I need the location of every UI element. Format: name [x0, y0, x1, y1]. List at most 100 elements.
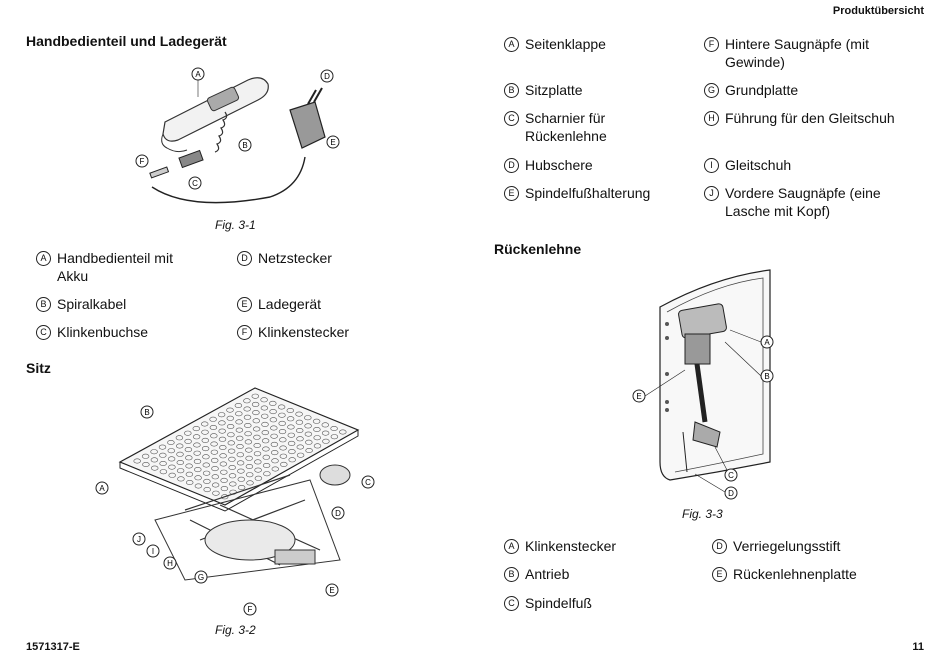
seat-hole: [211, 466, 219, 472]
page-number: 11: [912, 641, 924, 653]
seat-hole: [236, 444, 244, 450]
seat-hole: [244, 439, 253, 445]
seat-hole: [251, 401, 260, 407]
legend-label: Hintere Saugnäpfe (mit Gewinde): [725, 36, 869, 70]
fig2-callout-e: E: [329, 586, 334, 595]
seat-hole: [279, 437, 287, 443]
seat-hole: [253, 434, 261, 440]
badge: D: [712, 539, 727, 554]
legend-label: Scharnier für Rückenlehne: [525, 110, 607, 144]
seat-hole: [304, 431, 313, 437]
legend-label: Klinkenbuchse: [57, 324, 149, 340]
seat-hole: [312, 418, 321, 424]
heading-backrest: Rückenlehne: [494, 241, 582, 257]
seat-hole: [271, 458, 279, 464]
seat-hole: [220, 469, 228, 475]
fig2-callout-c: C: [365, 478, 371, 487]
seat-hole: [252, 426, 261, 432]
seat-hole: [287, 440, 296, 446]
seat-hole: [167, 439, 175, 445]
seat-hole: [201, 437, 210, 443]
badge: C: [504, 111, 519, 126]
badge: I: [704, 158, 719, 173]
fig2-callout-b: B: [144, 408, 149, 417]
seat-hole: [254, 467, 262, 473]
legend-label: Verriegelungsstift: [733, 538, 841, 554]
legend3-item: D Verriegelungsstift: [712, 537, 912, 555]
seat-hole: [167, 456, 176, 462]
seat-hole: [202, 470, 211, 476]
fig3-callout-d: D: [728, 489, 734, 498]
seat-hole: [133, 458, 141, 464]
legend-label: Grundplatte: [725, 82, 799, 98]
seat-hole: [271, 466, 280, 472]
seat-hole: [168, 472, 176, 478]
figure-3-3: A B C D E: [632, 269, 774, 500]
seat-hole: [212, 490, 220, 496]
seat-hole: [296, 444, 305, 450]
fig1-callout-f: F: [140, 157, 145, 166]
seat-hole: [252, 410, 260, 416]
seat-hole: [253, 442, 261, 448]
seat-hole: [220, 477, 228, 483]
seat-hole: [313, 443, 322, 449]
badge: B: [504, 83, 519, 98]
badge: F: [237, 325, 252, 340]
fig1-callout-b: B: [242, 141, 247, 150]
seat-hole: [142, 462, 150, 468]
seat-hole: [252, 418, 261, 424]
badge: J: [704, 186, 719, 201]
seat-hole: [244, 422, 252, 428]
seat-hole: [234, 402, 243, 408]
seat-hole: [277, 404, 286, 410]
heading-seat: Sitz: [26, 360, 51, 376]
seat-hole: [269, 409, 277, 415]
seat-hole: [330, 434, 339, 440]
seat-hole: [330, 425, 338, 431]
seat-hole: [210, 433, 218, 439]
seat-hole: [210, 441, 218, 447]
seat-hole: [227, 448, 236, 454]
seat-hole: [270, 425, 278, 431]
seat-hole: [237, 485, 246, 491]
seat-hole: [321, 430, 330, 436]
seat-hole: [229, 481, 237, 487]
seat-hole: [220, 486, 229, 492]
seat-hole: [228, 456, 236, 462]
seat-hole: [175, 443, 184, 449]
doc-number: 1571317-E: [26, 641, 80, 653]
fig1-callout-c: C: [192, 179, 198, 188]
seat-hole: [245, 455, 253, 461]
seat-hole: [185, 455, 193, 461]
badge: E: [504, 186, 519, 201]
seat-hole: [218, 436, 227, 442]
seat-hole: [150, 457, 159, 463]
fig1-callout-e: E: [330, 138, 335, 147]
seat-hole: [184, 438, 192, 444]
seat-hole: [304, 423, 312, 429]
seat-hole: [219, 445, 227, 451]
seat-hole: [287, 424, 295, 430]
seat-hole: [253, 451, 262, 457]
seat-hole: [226, 407, 234, 413]
figure-3-2-caption: Fig. 3-2: [215, 623, 256, 637]
seat-hole: [261, 430, 270, 436]
seat-hole: [176, 460, 185, 466]
legend-label: Führung für den Gleitschuh: [725, 110, 895, 126]
seat-hole: [218, 428, 226, 434]
seat-hole: [159, 469, 168, 475]
seat-hole: [185, 471, 194, 477]
legend-label: Spiralkabel: [57, 296, 127, 312]
badge: A: [504, 539, 519, 554]
seat-hole: [295, 419, 304, 425]
figure-3-2: B A C D E F G H I J: [95, 387, 375, 616]
fig3-callout-a: A: [764, 338, 770, 347]
